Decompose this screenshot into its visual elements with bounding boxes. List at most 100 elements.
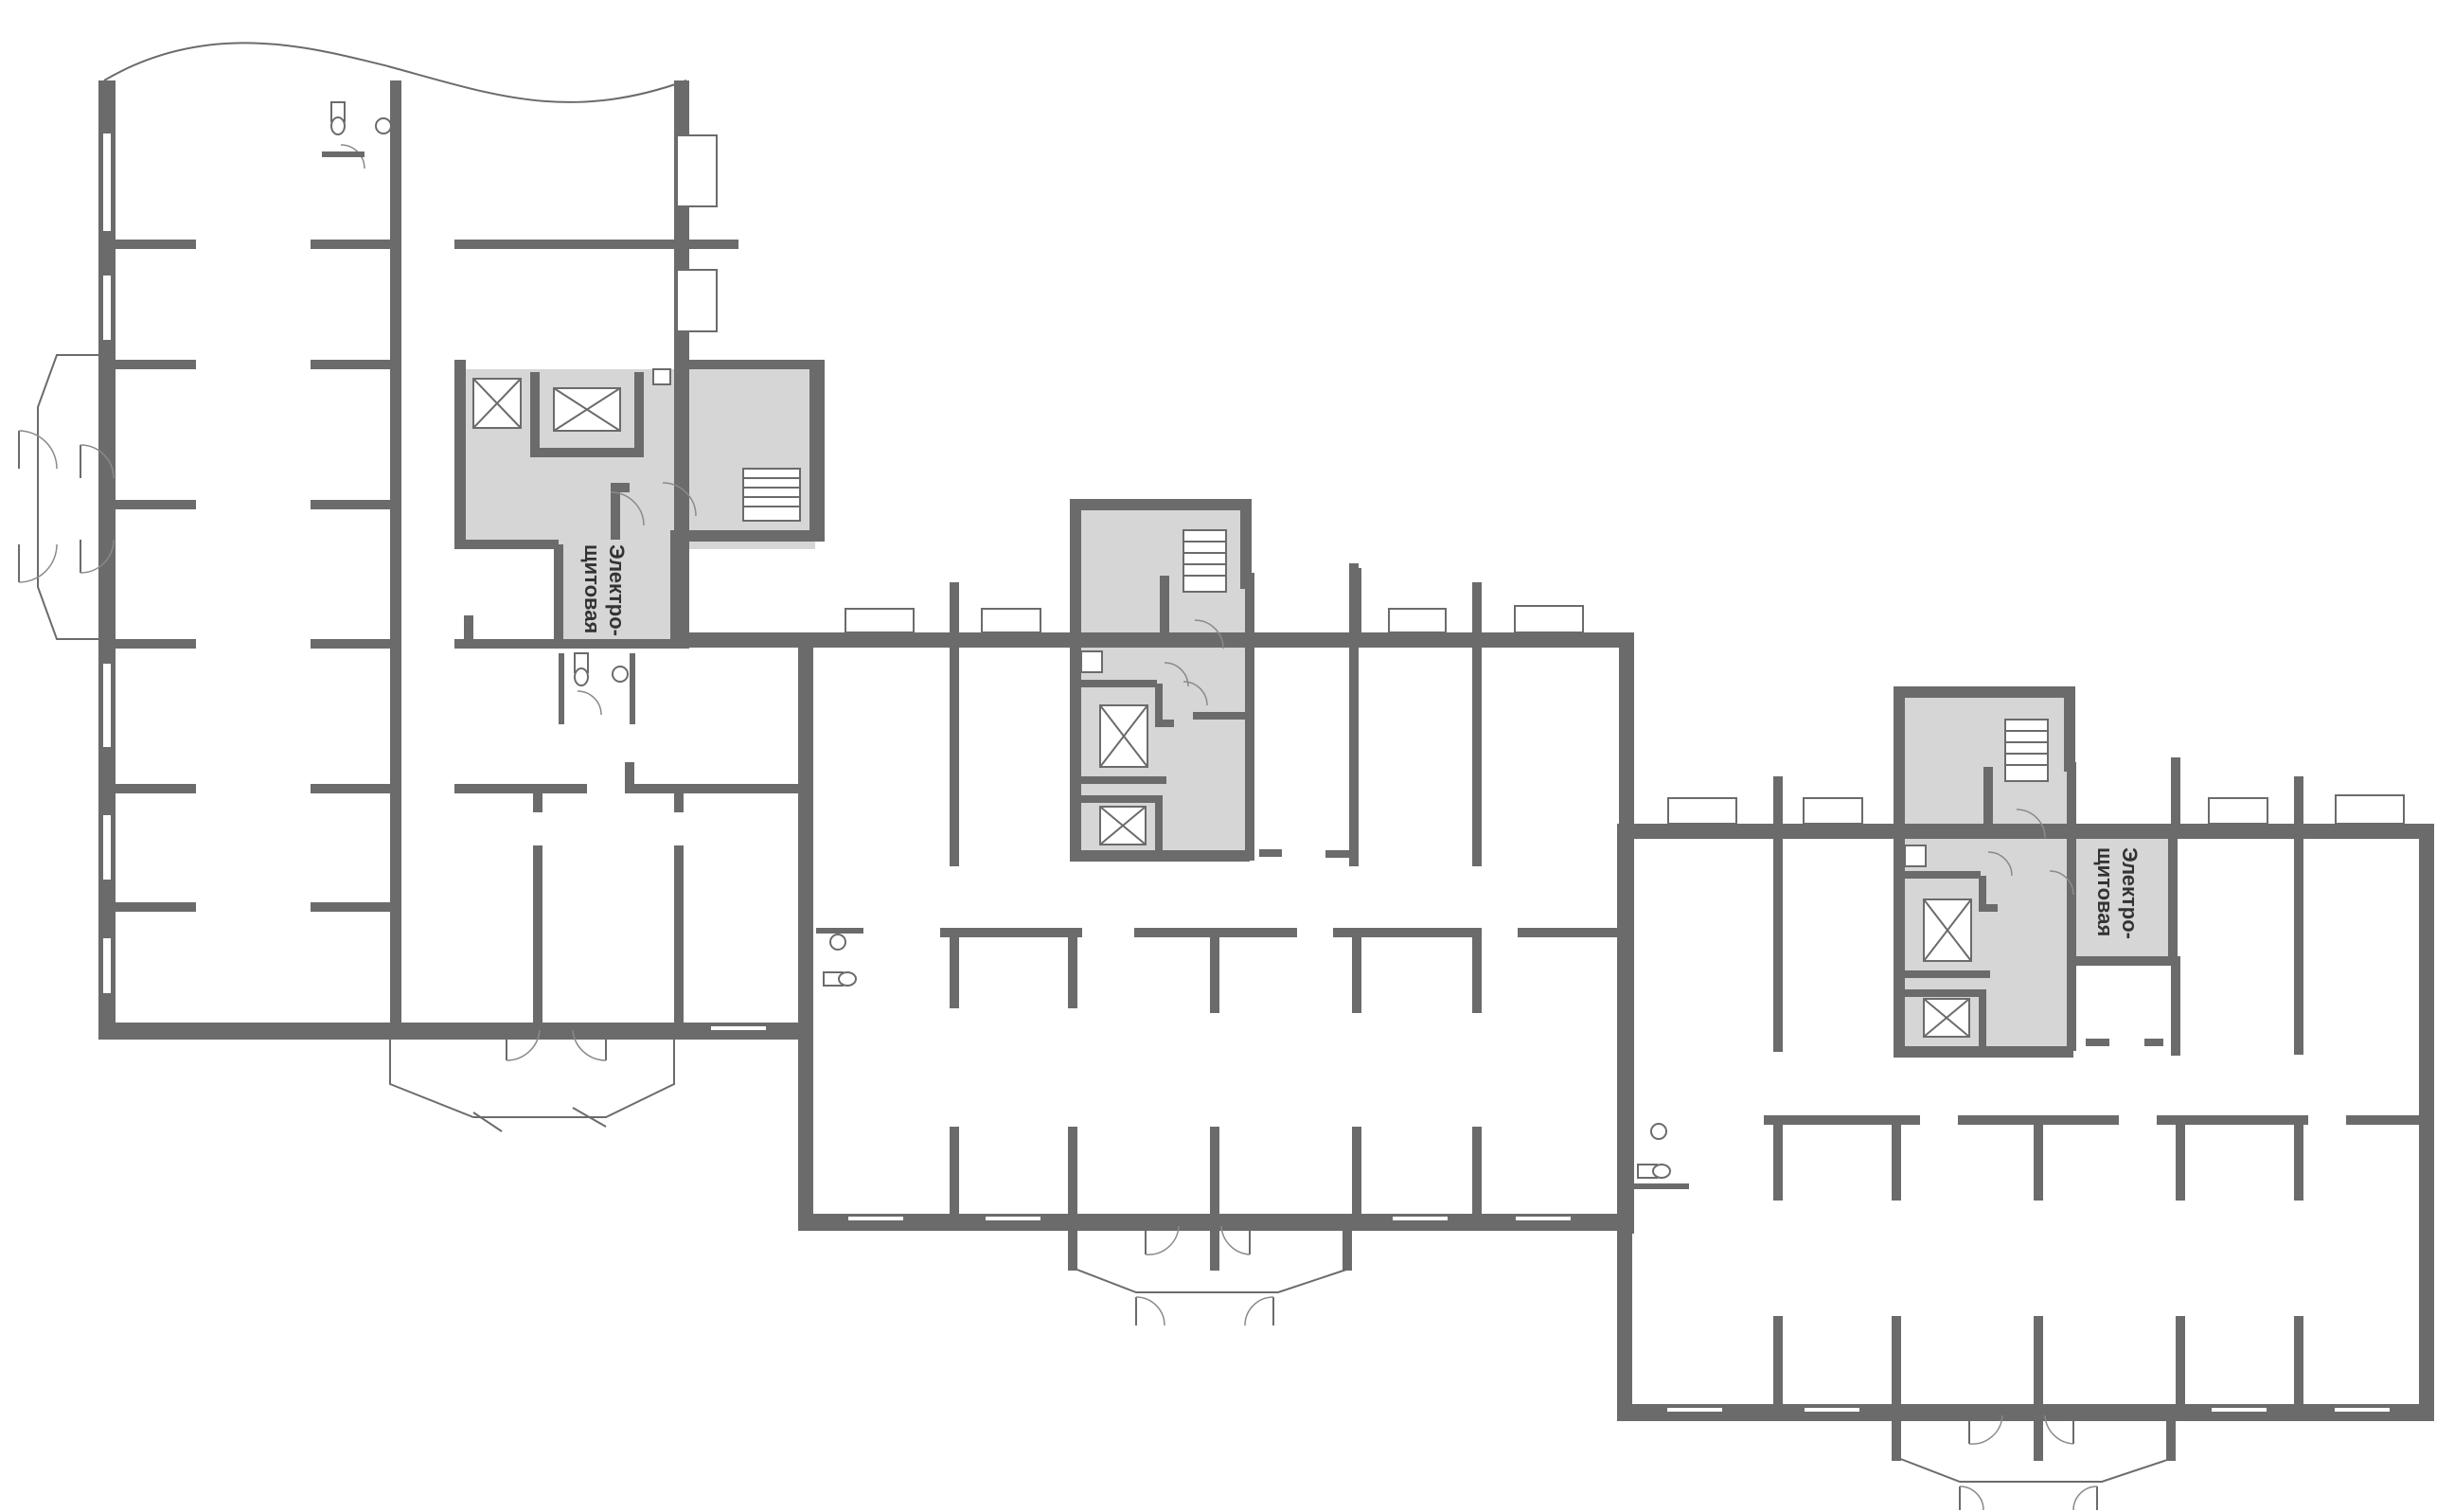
room-label-line1: Электро- xyxy=(2118,847,2142,939)
core-1-wall xyxy=(684,360,824,369)
core-2-wall xyxy=(1070,499,1081,859)
part xyxy=(1343,1214,1352,1271)
part xyxy=(950,582,959,639)
core-2-wall xyxy=(1081,776,1166,784)
part xyxy=(1070,568,1079,639)
part xyxy=(2294,1115,2303,1201)
window-icon xyxy=(676,269,718,332)
elevator-icon xyxy=(1099,806,1147,845)
core-2-wall xyxy=(1070,499,1250,510)
window-icon xyxy=(1388,608,1447,633)
wall-b3-west xyxy=(1617,824,1632,1420)
core-3-wall xyxy=(2067,839,2076,1051)
part xyxy=(1472,587,1482,639)
window-icon xyxy=(1803,1406,1861,1414)
part xyxy=(533,845,542,1030)
part xyxy=(2294,839,2303,1055)
doors xyxy=(18,144,2098,1511)
core-3-wall xyxy=(2168,839,2178,962)
part xyxy=(1472,928,1482,1013)
core-2-wall xyxy=(1070,850,1250,862)
stair-icon xyxy=(742,468,801,522)
walls xyxy=(98,42,2434,1461)
core-3-wall xyxy=(1979,989,1986,1048)
bay-b2-south xyxy=(1074,1231,1350,1293)
core-2-wall xyxy=(1245,648,1254,861)
part xyxy=(2034,1316,2043,1406)
wall-link-1 xyxy=(689,632,808,648)
part xyxy=(116,500,196,509)
part xyxy=(1210,1214,1219,1271)
core-1-wall xyxy=(634,372,644,448)
part xyxy=(625,762,634,791)
door-icon xyxy=(18,430,58,470)
bay-b1-south xyxy=(389,1037,675,1118)
part xyxy=(559,653,564,724)
core-3-wall xyxy=(1894,686,1905,1056)
sink-icon xyxy=(1080,650,1103,673)
part xyxy=(2157,1115,2308,1125)
core-2-wall xyxy=(1155,684,1163,720)
part xyxy=(116,902,196,912)
part xyxy=(1349,563,1359,866)
core-3-wall xyxy=(2064,686,2075,772)
part xyxy=(1773,1316,1783,1406)
bay-entrances xyxy=(37,354,2174,1483)
window-icon xyxy=(981,608,1041,633)
core-1-wall xyxy=(611,483,630,492)
sink-icon xyxy=(1904,845,1927,867)
part xyxy=(1518,928,1619,937)
core-1-wall xyxy=(530,448,644,457)
core-3-wall xyxy=(1894,686,2073,698)
sink-icon xyxy=(829,934,846,951)
part xyxy=(1773,776,1783,828)
room-label-electrical-1: Электро- щитовая xyxy=(580,544,629,636)
part xyxy=(1634,1183,1689,1189)
vertical-circulation xyxy=(472,378,2049,1038)
part xyxy=(311,240,396,249)
elevator-icon xyxy=(1923,998,1970,1038)
part xyxy=(2176,1115,2185,1201)
elevator-icon xyxy=(553,387,621,432)
window-icon xyxy=(709,1024,768,1032)
core-2-wall xyxy=(1081,680,1157,687)
door-icon xyxy=(610,482,697,526)
core-3-wall xyxy=(1905,989,1981,997)
window-icon xyxy=(101,662,113,749)
door-icon xyxy=(472,1112,503,1132)
service-cores xyxy=(460,369,2176,1051)
elevator-icon xyxy=(472,378,522,429)
core-1-wall xyxy=(611,492,620,540)
room-label-line2: щитовая xyxy=(580,544,604,633)
part xyxy=(311,784,396,793)
wall-b1-spine xyxy=(390,80,401,1037)
part xyxy=(674,793,684,812)
core-3-wall xyxy=(1983,767,1993,833)
part xyxy=(1773,839,1783,1052)
part xyxy=(1333,928,1480,937)
window-icon xyxy=(101,813,113,881)
part xyxy=(1892,1115,1901,1201)
part xyxy=(2166,1404,2176,1461)
part xyxy=(1068,928,1077,1008)
door-icon xyxy=(18,543,58,583)
window-icon xyxy=(2208,797,2268,825)
part xyxy=(116,639,196,649)
part xyxy=(1352,568,1361,639)
part xyxy=(454,784,587,793)
core-3-wall xyxy=(1905,970,1990,978)
wall-b3-south xyxy=(1617,1404,2434,1421)
wall-b2-west xyxy=(798,632,813,1231)
core-1-wall xyxy=(554,544,563,639)
door-icon xyxy=(572,1029,607,1061)
window-icon xyxy=(101,132,113,233)
part xyxy=(625,784,800,793)
door-icon xyxy=(572,1107,607,1128)
part xyxy=(1352,1127,1361,1217)
part xyxy=(689,240,738,249)
wall-b2-north xyxy=(800,632,1633,648)
part xyxy=(311,360,396,369)
window-icon xyxy=(1665,1406,1724,1414)
curved-facade xyxy=(103,42,687,103)
